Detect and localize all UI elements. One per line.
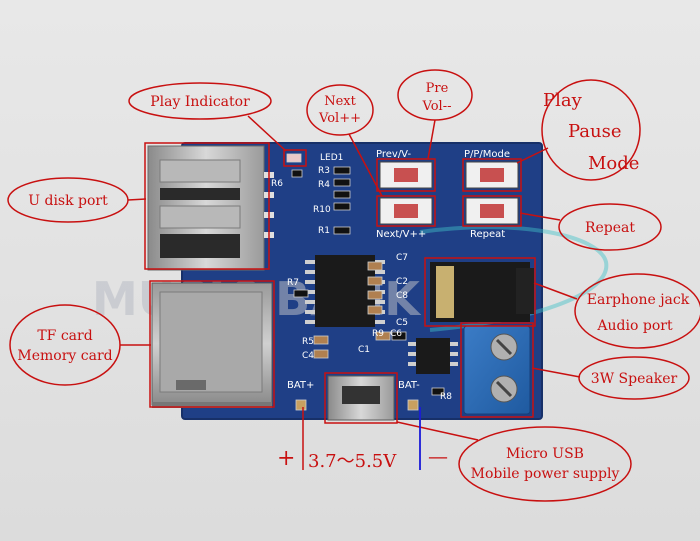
label-vol-down: Vol-- <box>422 99 452 114</box>
label-next: Next <box>324 94 356 109</box>
label-tf-card: TF card <box>37 328 92 344</box>
annotation-texts: Play Indicator Next Vol++ Pre Vol-- Play… <box>17 81 689 482</box>
silk-r5: R5 <box>302 337 314 347</box>
leader-lines <box>120 115 581 470</box>
silk-ppmode: P/P/Mode <box>464 149 510 160</box>
label-micro-usb: Micro USB <box>506 446 584 462</box>
box-jack <box>424 257 536 327</box>
silk-bat-minus: BAT- <box>398 380 420 391</box>
label-voltage: 3.7～5.5V <box>308 451 397 472</box>
label-mobile-power: Mobile power supply <box>471 466 620 482</box>
box-prev <box>376 158 436 192</box>
label-vol-up: Vol++ <box>318 111 361 126</box>
audio-jack <box>430 262 534 322</box>
silk-r10: R10 <box>313 205 331 215</box>
amplifier-chip <box>408 338 458 374</box>
annotation-bubbles <box>7 69 700 502</box>
silk-repeat: Repeat <box>470 229 505 240</box>
silk-r1: R1 <box>318 226 330 236</box>
label-play: Play <box>543 90 583 111</box>
silk-c1: C1 <box>358 345 370 355</box>
button-next <box>379 197 433 225</box>
silk-c5: C5 <box>396 318 408 328</box>
smd-components <box>286 153 445 411</box>
label-play-indicator: Play Indicator <box>150 94 250 110</box>
button-prev <box>379 161 433 189</box>
label-audio-port: Audio port <box>596 318 673 334</box>
label-memory-card: Memory card <box>17 348 112 364</box>
label-mode: Mode <box>588 153 639 174</box>
box-led <box>283 149 307 167</box>
silk-c2: C2 <box>396 277 408 287</box>
label-pre: Pre <box>426 81 449 96</box>
highlight-boxes <box>144 142 536 424</box>
button-play-pause <box>465 161 519 189</box>
label-earphone-jack: Earphone jack <box>587 292 690 308</box>
silk-next: Next/V++ <box>376 229 426 240</box>
label-repeat: Repeat <box>585 220 635 236</box>
label-pause: Pause <box>568 121 622 142</box>
box-pp <box>462 158 522 192</box>
micro-usb-port <box>327 375 395 421</box>
box-next <box>376 195 436 227</box>
silk-c6: C6 <box>390 329 402 339</box>
silk-r9: R9 <box>372 329 384 339</box>
usb-a-port <box>147 145 274 271</box>
silk-prev: Prev/V- <box>376 149 411 160</box>
silk-c4: C4 <box>302 351 314 361</box>
label-u-disk-port: U disk port <box>28 193 108 209</box>
silk-led1: LED1 <box>320 153 343 163</box>
silkscreen-labels: LED1 R6 R3 R4 R10 R1 R7 R5 C4 C1 C7 C2 C… <box>271 153 452 402</box>
silk-bat-plus: BAT+ <box>287 380 314 391</box>
tf-card-slot <box>151 282 273 408</box>
button-repeat <box>465 197 519 225</box>
speaker-terminal <box>463 325 531 415</box>
box-usb <box>324 372 398 424</box>
silkscreen-button-labels: Prev/V- P/P/Mode Next/V++ Repeat BAT+ BA… <box>287 149 510 391</box>
silk-r7: R7 <box>287 278 299 288</box>
box-u-disk <box>144 142 270 270</box>
silk-r3: R3 <box>318 166 330 176</box>
silk-r8: R8 <box>440 392 452 402</box>
label-minus: — <box>428 444 448 468</box>
box-repeat <box>462 195 522 227</box>
silk-c8: C8 <box>396 291 408 301</box>
silk-c7: C7 <box>396 253 408 263</box>
box-tf-card <box>149 280 275 408</box>
audio-decoder-chip <box>305 255 385 327</box>
box-speaker <box>460 322 534 418</box>
label-speaker: 3W Speaker <box>591 371 678 387</box>
silk-r4: R4 <box>318 180 330 190</box>
silk-r6: R6 <box>271 179 283 189</box>
label-plus: + <box>277 446 295 471</box>
